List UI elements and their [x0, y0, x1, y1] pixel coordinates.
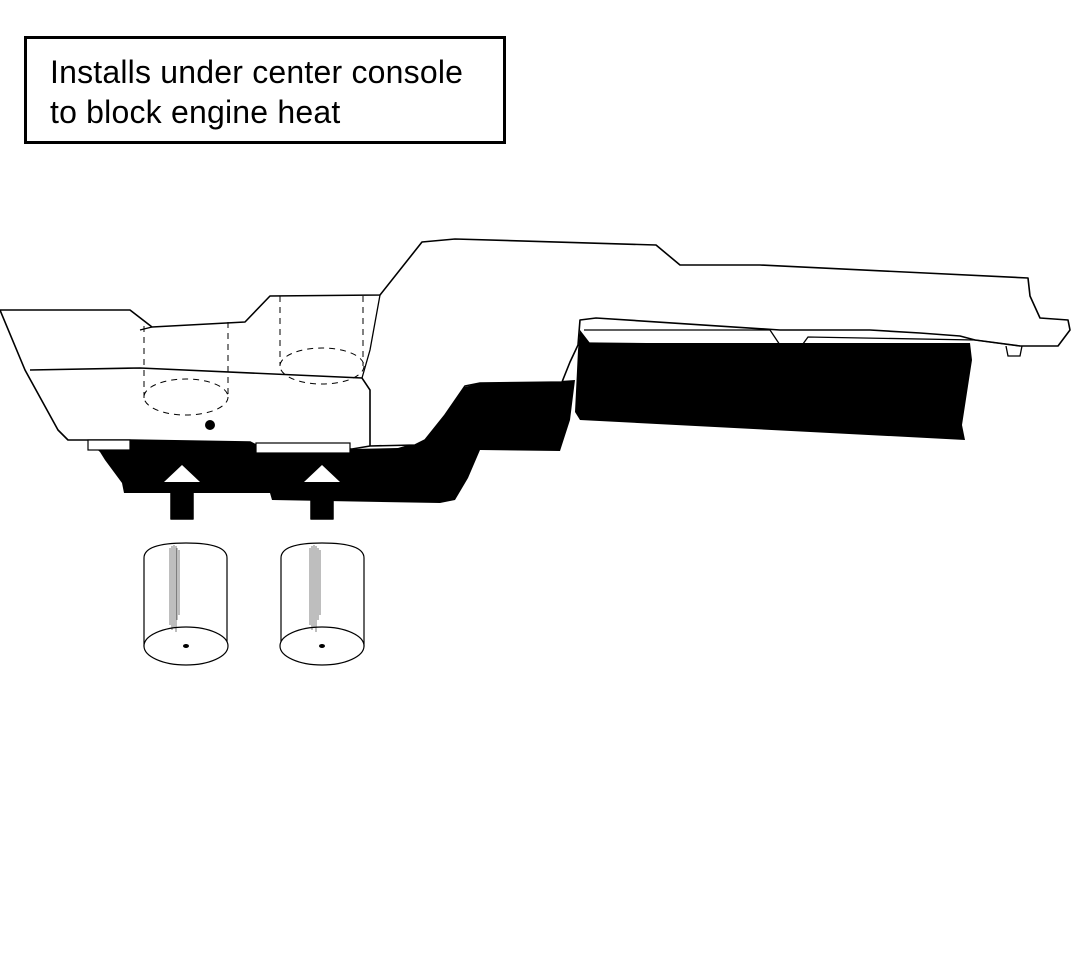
caption-line-2: to block engine heat — [50, 94, 341, 130]
plug-pocket-hidden-1 — [143, 322, 229, 416]
up-arrow-icon — [296, 459, 348, 520]
up-arrow-icon — [156, 459, 208, 520]
cylinder-plug-icon — [143, 542, 229, 666]
caption-box: Installs under center console to block e… — [24, 36, 506, 144]
up-arrow-icon-inner-1 — [164, 465, 200, 482]
heat-shield-front — [92, 380, 575, 503]
console-underside-strip-right — [255, 442, 351, 454]
up-arrow-icon-inner-2 — [304, 465, 340, 482]
console-rear-tab — [1005, 345, 1023, 357]
mounting-hole — [205, 420, 215, 430]
caption-line-1: Installs under center console — [50, 54, 464, 90]
plug-pocket-hidden-2 — [279, 296, 365, 385]
console-rear-lip — [584, 329, 1021, 354]
heat-shield-rear — [575, 330, 972, 440]
console-inner-edge — [139, 294, 381, 379]
console-underside-strip-left — [87, 439, 131, 451]
cylinder-plug-icon — [279, 542, 365, 666]
